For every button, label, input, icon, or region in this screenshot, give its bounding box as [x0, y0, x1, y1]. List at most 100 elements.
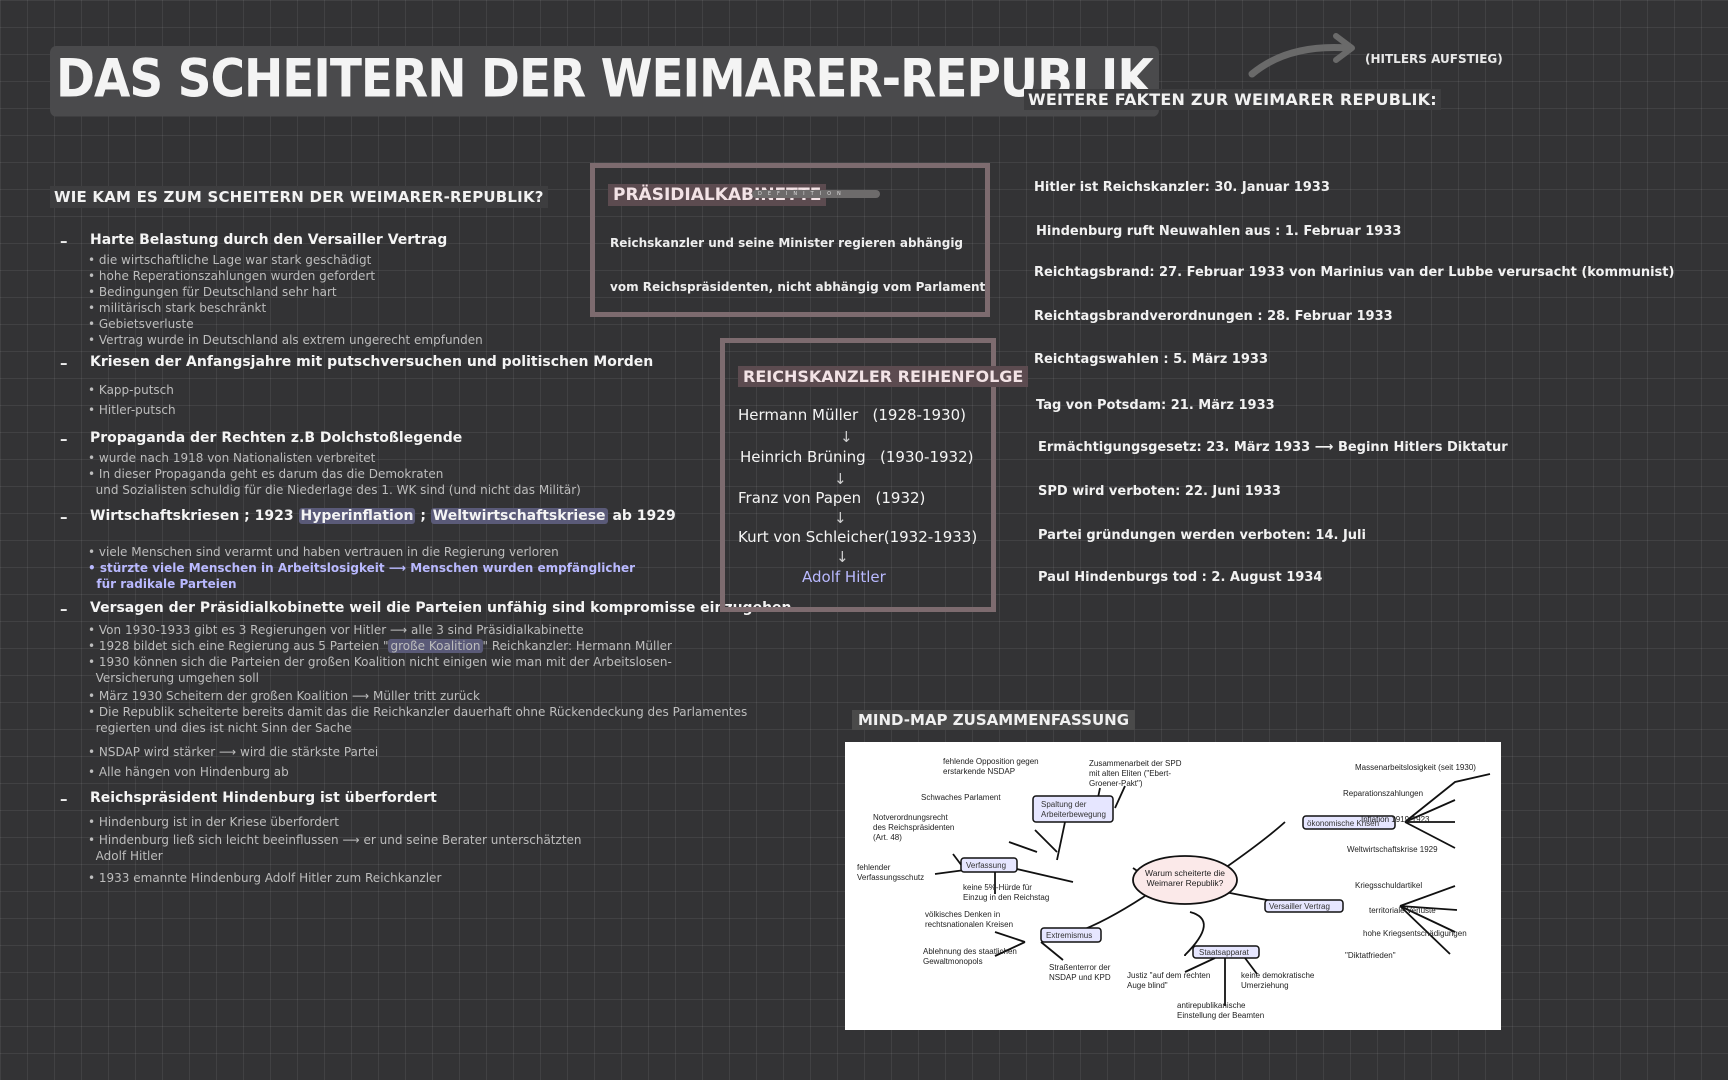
mindmap-leaf: Verfassungsschutz [857, 873, 924, 882]
list-item: • wurde nach 1918 von Nationalisten verb… [88, 451, 376, 465]
curved-arrow-icon [1248, 33, 1355, 78]
praesidialkabinette-box [590, 163, 990, 317]
fact-item: Hitler ist Reichskanzler: 30. Januar 193… [1034, 180, 1330, 195]
list-item: • März 1930 Scheitern der großen Koaliti… [88, 689, 480, 703]
fact-item: Ermächtigungsgesetz: 23. März 1933 ⟶ Beg… [1038, 440, 1508, 455]
list-item: • Hindenburg ließ sich leicht beeinfluss… [88, 833, 582, 847]
definition-text: Reichskanzler und seine Minister regiere… [610, 236, 964, 250]
mindmap-leaf: fehlender [857, 863, 891, 872]
list-item: • 1930 können sich die Parteien der groß… [88, 655, 672, 669]
mindmap-leaf: rechtsnationalen Kreisen [925, 920, 1013, 929]
facts-heading: WEITERE FAKTEN ZUR WEIMARER REPUBLIK: [1024, 89, 1441, 110]
mindmap-leaf: "Diktatfrieden" [1345, 951, 1396, 960]
list-item: für radikale Parteien [96, 577, 237, 591]
definition-tag: DEFINITION [752, 190, 880, 198]
list-item: • Vertrag wurde in Deutschland als extre… [88, 333, 483, 347]
mindmap-leaf: Justiz "auf dem rechten [1127, 971, 1210, 980]
hitlers-aufstieg-label: (HITLERS AUFSTIEG) [1365, 52, 1503, 66]
fact-item: Reichtagswahlen : 5. März 1933 [1034, 352, 1268, 367]
reichskanzler-box [720, 338, 996, 612]
mindmap-leaf: hohe Kriegsentschädigungen [1363, 929, 1467, 938]
mindmap-center: Warum scheiterte die [1145, 868, 1225, 878]
cause-wirtschaft: – Wirtschaftskriesen ; 1923 Hyperinflati… [52, 508, 842, 592]
mindmap-leaf: Einzug in den Reichstag [963, 893, 1049, 902]
mindmap-diagram: Warum scheiterte die Weimarer Republik? … [857, 757, 1491, 1020]
cause-title: Harte Belastung durch den Versailler Ver… [90, 232, 448, 248]
down-arrow-icon: ↓ [840, 428, 853, 446]
mindmap-leaf: Notverordnungsrecht [873, 813, 948, 822]
mindmap-leaf: Inflation 1919-1923 [1361, 815, 1430, 824]
list-item: • Kapp-putsch [88, 383, 174, 397]
dash-bullet: – [60, 232, 68, 250]
mindmap-leaf: NSDAP und KPD [1049, 973, 1111, 982]
dash-bullet: – [60, 600, 68, 618]
cause-versailles: – Harte Belastung durch den Versailler V… [52, 232, 842, 348]
dash-bullet: – [60, 790, 68, 808]
mindmap-leaf: Umerziehung [1241, 981, 1289, 990]
mindmap-leaf: keine 5%-Hürde für [963, 883, 1032, 892]
kanzler-final: Adolf Hitler [802, 568, 886, 586]
dash-bullet: – [60, 354, 68, 372]
mindmap-center: Weimarer Republik? [1147, 878, 1224, 888]
reichskanzler-title: REICHSKANZLER REIHENFOLGE [738, 366, 1029, 387]
fact-item: SPD wird verboten: 22. Juni 1933 [1038, 484, 1281, 499]
cause-hindenburg: – Reichspräsident Hindenburg ist überfor… [52, 790, 842, 886]
mindmap-node: Versailler Vertrag [1269, 902, 1330, 911]
dash-bullet: – [60, 508, 68, 526]
mindmap-leaf: Reparationszahlungen [1343, 789, 1423, 798]
list-item: • 1933 emannte Hindenburg Adolf Hitler z… [88, 871, 442, 885]
down-arrow-icon: ↓ [834, 470, 847, 488]
mindmap-leaf: des Reichspräsidenten [873, 823, 954, 832]
mindmap-heading: MIND-MAP ZUSAMMENFASSUNG [852, 710, 1136, 730]
mindmap-leaf: Auge blind" [1127, 981, 1168, 990]
mindmap-leaf: Massenarbeitslosigkeit (seit 1930) [1355, 763, 1476, 772]
list-item: • militärisch stark beschränkt [88, 301, 267, 315]
list-item: • Von 1930-1933 gibt es 3 Regierungen vo… [88, 623, 584, 637]
mindmap-leaf: keine demokratische [1241, 971, 1315, 980]
fact-item: Reichtagsbrandverordnungen : 28. Februar… [1034, 309, 1393, 324]
mindmap-node: Spaltung der [1041, 800, 1087, 809]
mindmap-node: Verfassung [966, 861, 1006, 870]
down-arrow-icon: ↓ [834, 509, 847, 527]
mindmap-leaf: Zusammenarbeit der SPD [1089, 759, 1182, 768]
mindmap-node: ökonomische Krisen [1307, 819, 1379, 828]
list-item: • NSDAP wird stärker ⟶ wird die stärkste… [88, 745, 379, 759]
list-item: • hohe Reperationszahlungen wurden gefor… [88, 269, 376, 283]
mindmap-leaf: Schwaches Parlament [921, 793, 1001, 802]
down-arrow-icon: ↓ [836, 548, 849, 566]
list-item: Versicherung umgehen soll [95, 671, 259, 685]
mindmap-leaf: mit alten Eliten ("Ebert- [1089, 769, 1171, 778]
kanzler-row: Franz von Papen (1932) [738, 489, 926, 507]
mindmap-leaf: Straßenterror der [1049, 963, 1111, 972]
cause-title: Propaganda der Rechten z.B Dolchstoßlege… [90, 430, 463, 446]
list-item: • Hindenburg ist in der Kriese überforde… [88, 815, 339, 829]
cause-title: Reichspräsident Hindenburg ist überforde… [90, 790, 437, 806]
left-section-heading: WIE KAM ES ZUM SCHEITERN DER WEIMARER-RE… [50, 186, 548, 208]
list-item: • Alle hängen von Hindenburg ab [88, 765, 289, 779]
mindmap-leaf: Groener-Pakt") [1089, 779, 1143, 788]
list-item: Adolf Hitler [95, 849, 163, 863]
mindmap-leaf: Gewaltmonopols [923, 957, 983, 966]
mindmap-image: Warum scheiterte die Weimarer Republik? … [845, 742, 1501, 1030]
definition-text: vom Reichspräsidenten, nicht abhängig vo… [610, 280, 986, 294]
fact-item: Hindenburg ruft Neuwahlen aus : 1. Febru… [1036, 224, 1402, 239]
cause-title: Kriesen der Anfangsjahre mit putschversu… [90, 354, 654, 370]
list-item: • stürzte viele Menschen in Arbeitslosig… [88, 561, 636, 575]
cause-krisen: – Kriesen der Anfangsjahre mit putschver… [52, 354, 842, 420]
list-item: • Gebietsverluste [88, 317, 194, 331]
mindmap-leaf: Weltwirtschaftskrise 1929 [1347, 845, 1438, 854]
page-title: DAS SCHEITERN DER WEIMARER-REPUBLIK [50, 46, 1159, 117]
kanzler-row: Kurt von Schleicher(1932-1933) [738, 528, 978, 546]
fact-item: Tag von Potsdam: 21. März 1933 [1036, 398, 1275, 413]
cause-praesidialkabinette: – Versagen der Präsidialkobinette weil d… [52, 600, 842, 780]
mindmap-leaf: (Art. 48) [873, 833, 902, 842]
cause-title: Wirtschaftskriesen ; 1923 Hyperinflation… [90, 508, 676, 524]
mindmap-leaf: völkisches Denken in [925, 910, 1000, 919]
dash-bullet: – [60, 430, 68, 448]
fact-item: Reichtagsbrand: 27. Februar 1933 von Mar… [1034, 265, 1675, 280]
mindmap-node: Arbeiterbewegung [1041, 810, 1106, 819]
list-item: • die wirtschaftliche Lage war stark ges… [88, 253, 372, 267]
mindmap-leaf: Ablehnung des staatlichen [923, 947, 1017, 956]
list-item: • Hitler-putsch [88, 403, 176, 417]
list-item: • viele Menschen sind verarmt und haben … [88, 545, 559, 559]
